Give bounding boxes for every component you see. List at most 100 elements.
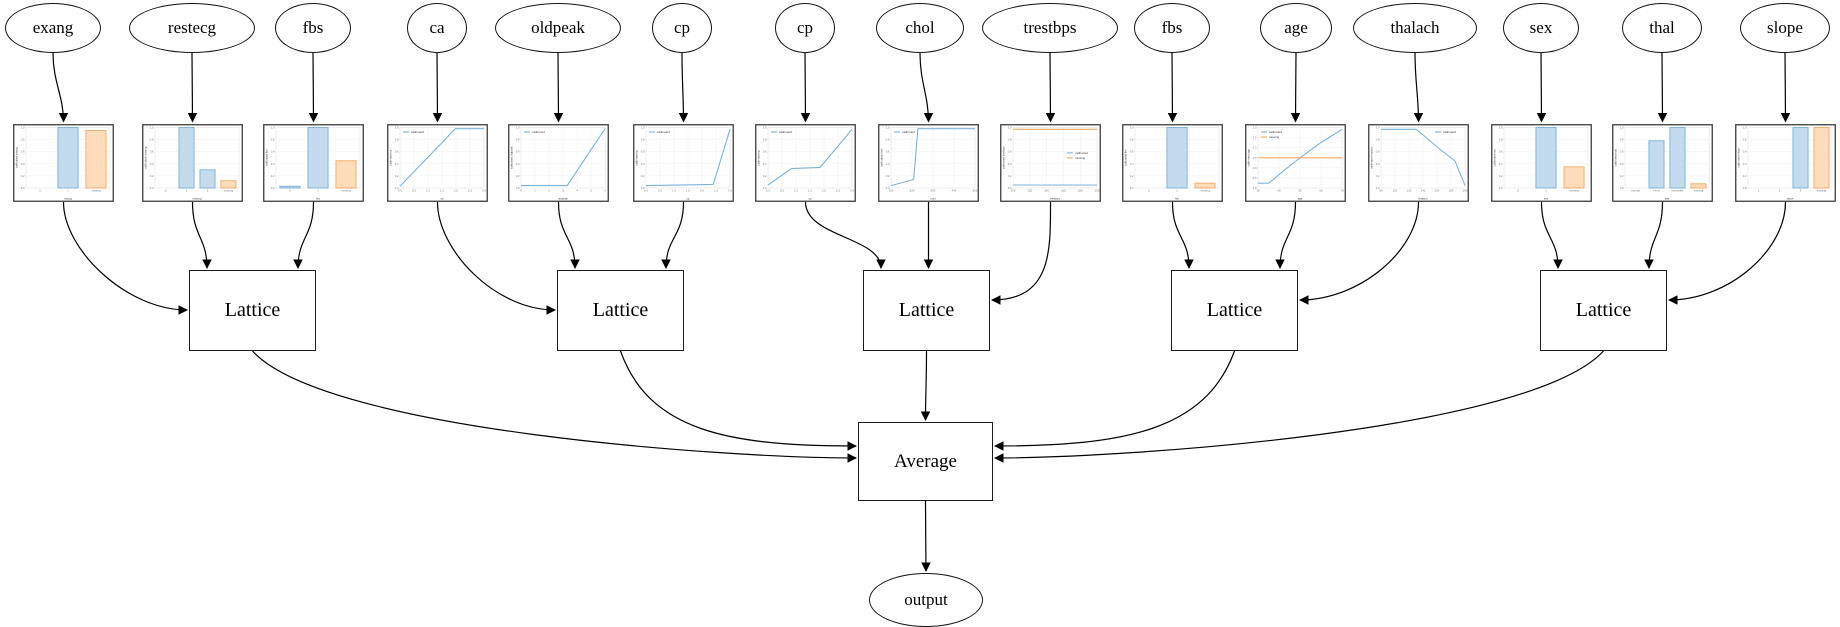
svg-text:calibrated thalach: calibrated thalach [1370,146,1374,168]
svg-text:0: 0 [165,189,167,193]
svg-text:0.4: 0.4 [1376,162,1380,166]
svg-text:180: 180 [1449,189,1454,193]
svg-text:0.4: 0.4 [1620,162,1624,166]
svg-text:0.8: 0.8 [1376,138,1380,142]
svg-text:0.5: 0.5 [1253,156,1257,160]
svg-text:0.8: 0.8 [1130,138,1134,142]
lattice-node-4: Lattice [1171,270,1298,351]
svg-text:120: 120 [1027,189,1032,193]
svg-text:50: 50 [1298,189,1302,193]
lattice-node-5: Lattice [1540,270,1667,351]
feature-label: slope [1767,18,1803,37]
svg-text:calibrated: calibrated [1443,130,1456,134]
svg-text:0.4: 0.4 [641,162,645,166]
svg-text:cp: cp [687,196,690,200]
svg-text:1: 1 [1545,189,1547,193]
lattice-label: Lattice [1206,299,1263,321]
svg-text:0.0: 0.0 [641,186,645,190]
svg-text:1.0: 1.0 [516,126,520,130]
svg-text:0: 0 [1517,189,1519,193]
feature-label: exang [32,18,74,37]
svg-text:60: 60 [1319,189,1323,193]
lattice-node-3: Lattice [863,270,990,351]
svg-text:100: 100 [889,189,894,193]
svg-text:calibrated exang: calibrated exang [15,147,19,168]
svg-text:0.0: 0.0 [1376,186,1380,190]
graph-edge [678,52,689,123]
svg-text:1.0: 1.0 [1376,126,1380,130]
svg-text:140: 140 [1421,189,1426,193]
svg-text:0: 0 [1148,189,1150,193]
svg-text:0.2: 0.2 [1620,174,1624,178]
svg-text:0.8: 0.8 [516,138,520,142]
lattice-label: Lattice [592,299,649,321]
graph-edge [308,52,319,123]
svg-text:1: 1 [317,189,319,193]
svg-text:30: 30 [1256,189,1260,193]
svg-text:2.0: 2.0 [454,189,458,193]
svg-text:70: 70 [1340,189,1344,193]
feature-label: restecg [167,18,217,37]
svg-text:0.2: 0.2 [395,174,399,178]
svg-text:0.0: 0.0 [395,186,399,190]
svg-text:0.6: 0.6 [1743,150,1747,154]
svg-text:0.2: 0.2 [1130,174,1134,178]
graph-edge [920,350,931,421]
svg-text:0.5: 0.5 [412,189,416,193]
svg-text:1: 1 [186,189,188,193]
graph-edge [1540,201,1563,269]
feature-node-fbs-2: fbs [1134,3,1210,53]
svg-text:calibrated: calibrated [411,130,424,134]
svg-text:1.5: 1.5 [1253,136,1257,140]
svg-text:thal: thal [1665,196,1670,200]
feature-label: fbs [302,18,324,37]
feature-label: thalach [1390,18,1440,37]
graph-edge [1413,52,1424,123]
graph-edge [1290,52,1301,123]
svg-text:0.0: 0.0 [886,186,890,190]
svg-text:normal: normal [1631,189,1640,193]
svg-text:0.8: 0.8 [886,138,890,142]
svg-text:-1.0: -1.0 [1252,186,1257,190]
svg-text:calibrated: calibrated [1269,130,1282,134]
feature-label: thal [1649,18,1675,37]
svg-text:0.0: 0.0 [1130,186,1134,190]
feature-node-cp-1: cp [652,3,712,53]
svg-text:3: 3 [1800,189,1802,193]
svg-text:1.0: 1.0 [1620,126,1624,130]
svg-text:5: 5 [590,189,592,193]
feature-node-thalach: thalach [1353,3,1477,53]
svg-text:0.0: 0.0 [1253,166,1257,170]
svg-text:thalach: thalach [1418,196,1427,200]
feature-label: ca [429,18,445,37]
svg-text:100: 100 [1011,189,1016,193]
svg-text:6: 6 [604,189,606,193]
svg-text:0.0: 0.0 [1499,186,1503,190]
svg-text:2.0: 2.0 [700,189,704,193]
graph-edge [1780,52,1791,123]
svg-text:0.4: 0.4 [1130,162,1134,166]
svg-text:1.5: 1.5 [440,189,444,193]
graph-edge [52,52,69,123]
svg-text:1.0: 1.0 [1499,126,1503,130]
svg-text:0.4: 0.4 [271,162,275,166]
feature-label: chol [905,18,935,37]
svg-text:missing: missing [1569,189,1579,193]
svg-text:400: 400 [952,189,957,193]
svg-text:0.4: 0.4 [150,162,154,166]
average-node: Average [858,422,993,501]
svg-text:0.0: 0.0 [271,186,275,190]
svg-text:1.5: 1.5 [686,189,690,193]
feature-node-ca: ca [407,3,467,53]
svg-text:reversible: reversible [1671,189,1684,193]
feature-node-restecg: restecg [129,3,255,53]
